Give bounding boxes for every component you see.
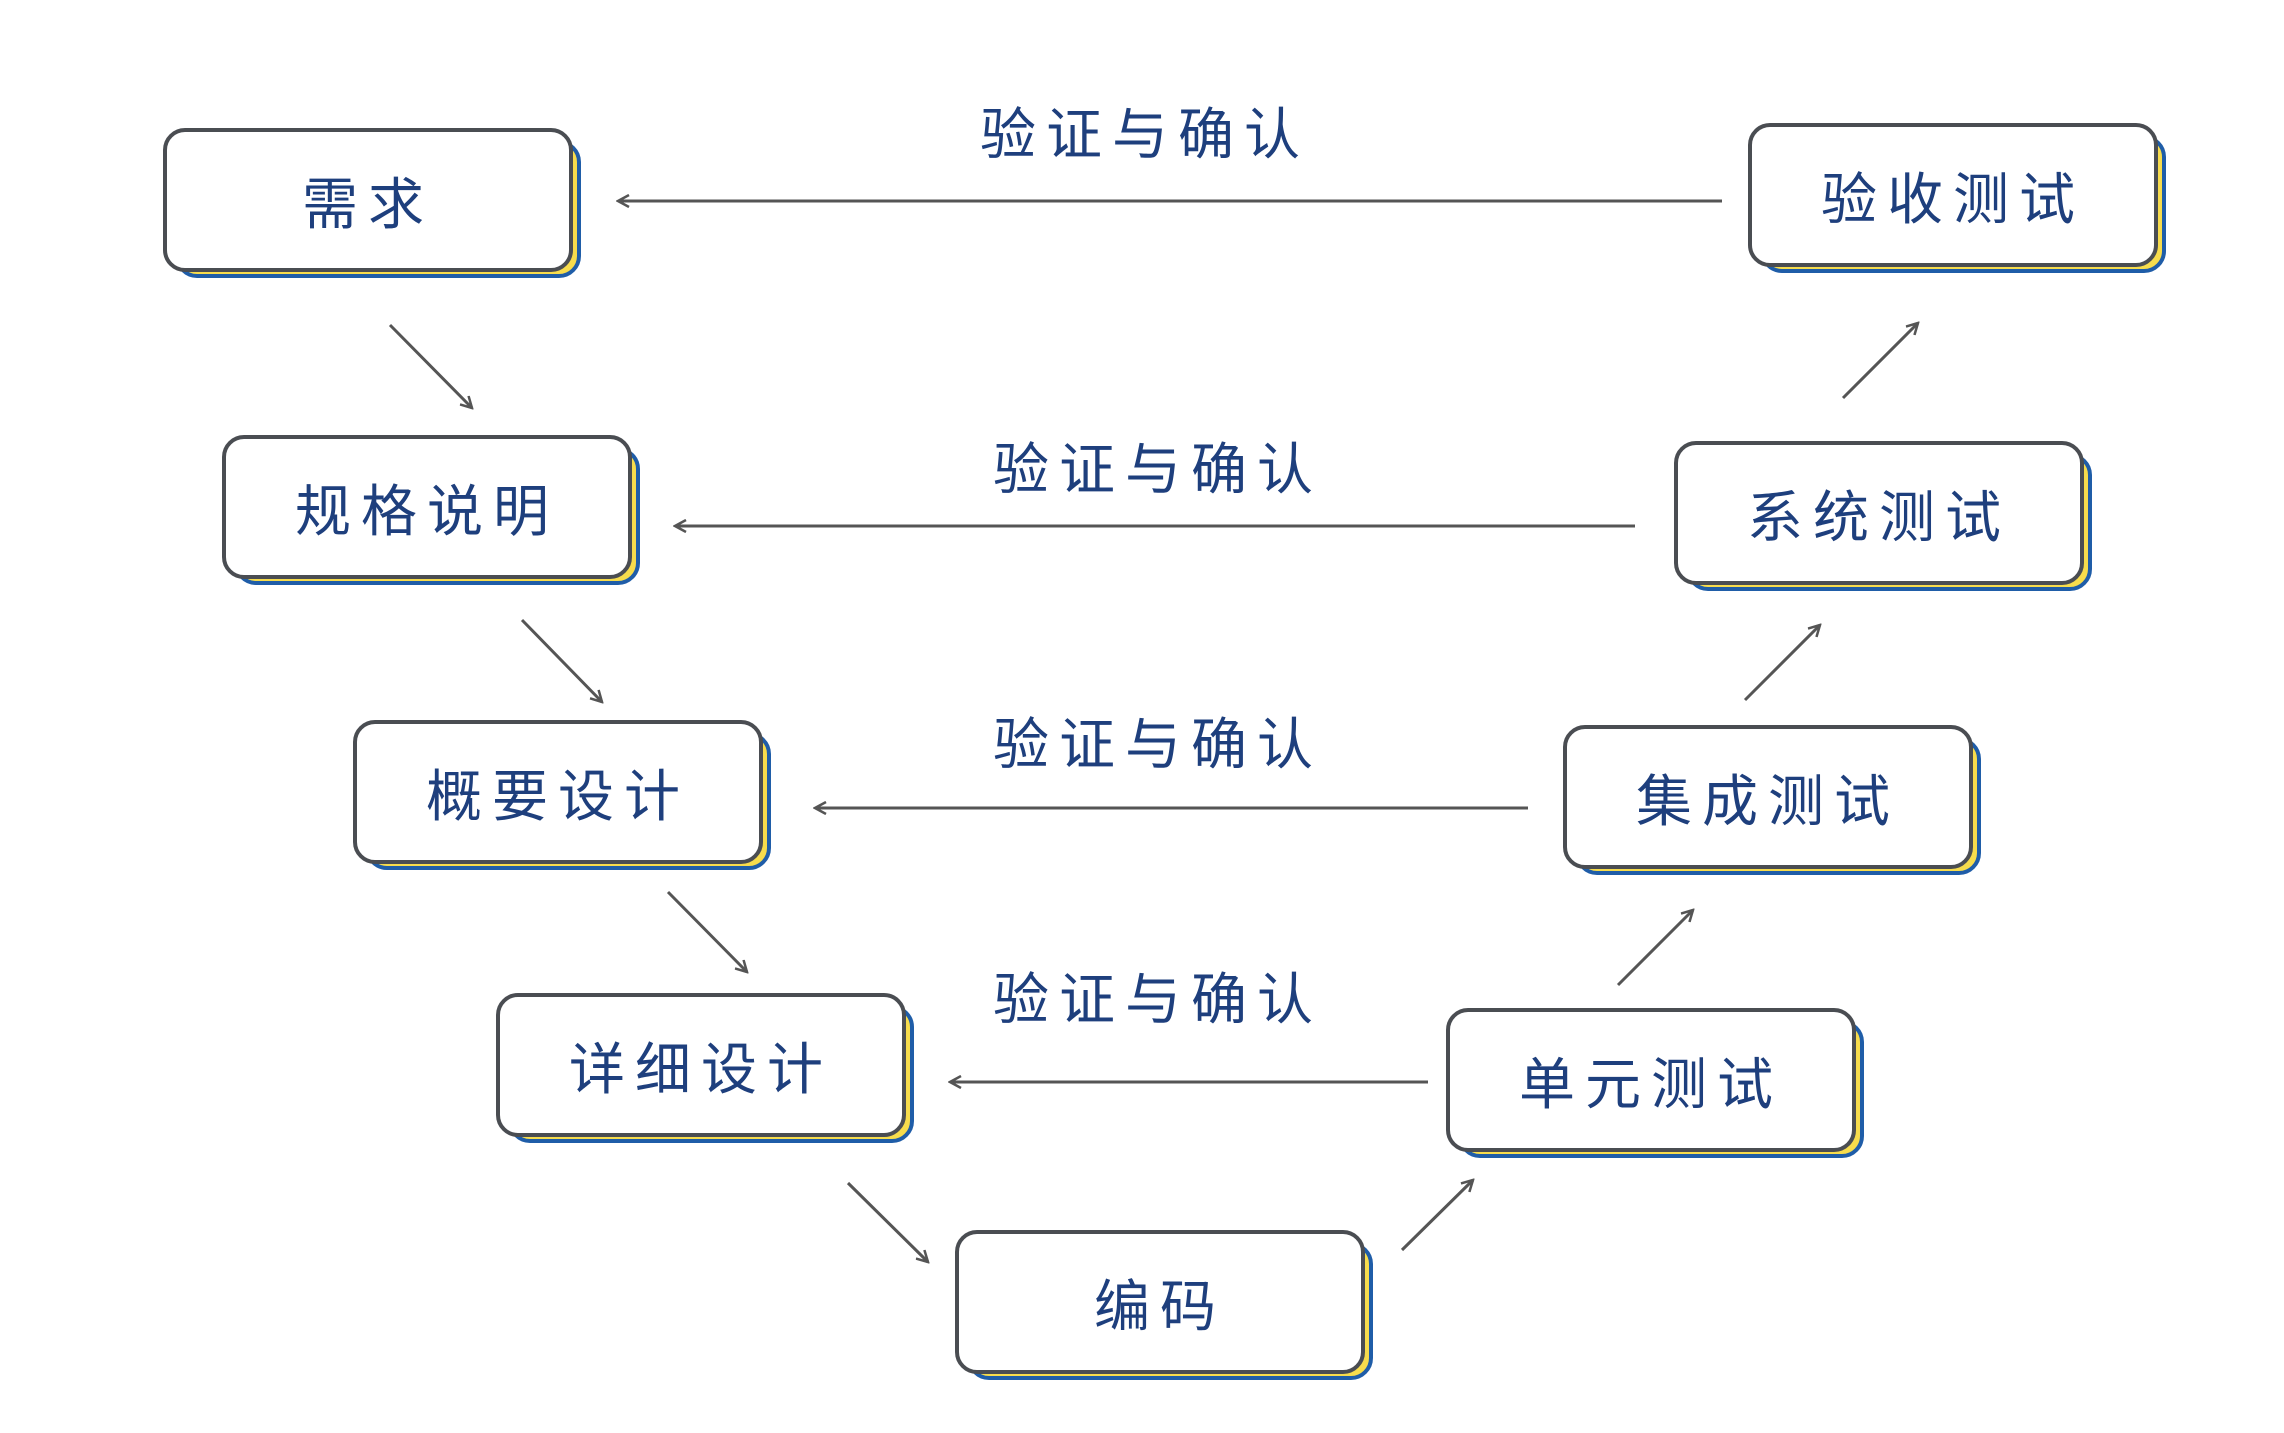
node-acceptance-test: 验收测试 xyxy=(1748,123,2166,273)
node-label: 单元测试 xyxy=(1519,1052,1783,1118)
flow-arrow-spec-to-overview xyxy=(520,618,602,702)
flow-arrow-system-to-acceptance xyxy=(1841,323,1918,400)
node-coding: 编码 xyxy=(955,1230,1373,1380)
node-detailed-design: 详细设计 xyxy=(496,993,914,1143)
node-label: 规格说明 xyxy=(295,479,559,545)
node-unit-test: 单元测试 xyxy=(1446,1008,1864,1158)
validation-label-2: 验证与确认 xyxy=(993,438,1323,503)
node-label: 详细设计 xyxy=(569,1037,833,1103)
validation-label-4: 验证与确认 xyxy=(993,968,1323,1033)
node-label: 需求 xyxy=(302,172,434,238)
node-system-test: 系统测试 xyxy=(1674,441,2092,591)
flow-arrow-req-to-spec xyxy=(388,323,472,408)
node-label: 集成测试 xyxy=(1636,769,1900,835)
node-overview-design: 概要设计 xyxy=(353,720,771,870)
node-label: 验收测试 xyxy=(1821,167,2085,233)
node-integration-test: 集成测试 xyxy=(1563,725,1981,875)
node-specification: 规格说明 xyxy=(222,435,640,585)
node-label: 系统测试 xyxy=(1747,485,2011,551)
flow-arrow-unit-to-integration xyxy=(1616,910,1693,987)
flow-arrow-integration-to-system xyxy=(1743,625,1820,702)
node-requirements: 需求 xyxy=(163,128,581,278)
node-label: 编码 xyxy=(1094,1274,1226,1340)
flow-arrow-overview-to-detail xyxy=(666,890,747,972)
validation-label-1: 验证与确认 xyxy=(980,103,1310,168)
flow-arrow-detail-to-code xyxy=(846,1181,928,1262)
flow-arrow-code-to-unit xyxy=(1400,1180,1473,1252)
validation-label-3: 验证与确认 xyxy=(993,713,1323,778)
node-label: 概要设计 xyxy=(426,764,690,830)
